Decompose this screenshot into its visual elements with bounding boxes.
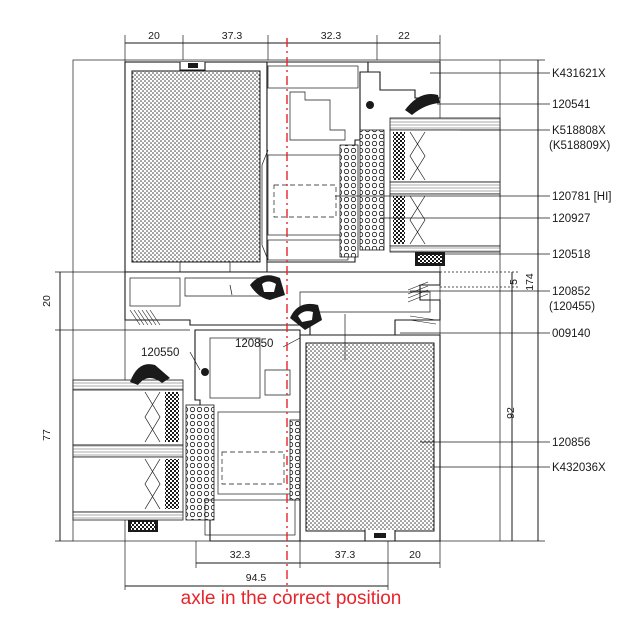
dim-bottom-20: 20 bbox=[409, 549, 421, 561]
label-120541: 120541 bbox=[552, 99, 590, 111]
label-120852: 120852 bbox=[552, 286, 590, 298]
dim-top-20: 20 bbox=[148, 30, 160, 42]
dim-bottom-94-5: 94.5 bbox=[246, 572, 267, 584]
right-dimensions: 174 5 92 bbox=[440, 59, 545, 542]
label-120856: 120856 bbox=[552, 437, 590, 449]
upper-mullion-profile bbox=[261, 61, 369, 263]
bottom-dimensions: 32.3 37.3 20 94.5 bbox=[124, 541, 441, 590]
left-dimensions: 20 77 bbox=[41, 271, 190, 542]
dim-left-20: 20 bbox=[41, 295, 53, 307]
lower-mullion-profile bbox=[185, 329, 301, 542]
label-120927: 120927 bbox=[552, 213, 590, 225]
glazing-gasket-120550 bbox=[130, 364, 170, 385]
label-k518808x: K518808X bbox=[552, 125, 606, 137]
dim-top-22: 22 bbox=[398, 30, 410, 42]
dim-right-174: 174 bbox=[524, 273, 536, 291]
label-k432036x: K432036X bbox=[552, 462, 606, 474]
upper-right-frame bbox=[359, 61, 441, 251]
label-120550: 120550 bbox=[141, 347, 179, 359]
part-callouts: K431621X 120541 K518808X (K518809X) 1207… bbox=[141, 68, 611, 474]
dim-right-5: 5 bbox=[508, 279, 520, 285]
label-120518: 120518 bbox=[552, 249, 590, 261]
label-k518809x: (K518809X) bbox=[549, 140, 611, 152]
glazing-gasket-120541 bbox=[405, 94, 440, 115]
dim-right-92: 92 bbox=[505, 407, 517, 419]
dim-top-37-3: 37.3 bbox=[222, 30, 243, 42]
label-120455: (120455) bbox=[549, 301, 595, 313]
lower-sash bbox=[299, 334, 441, 542]
dim-bottom-32-3: 32.3 bbox=[230, 549, 251, 561]
label-120850: 120850 bbox=[235, 338, 273, 350]
top-dimensions: 20 37.3 32.3 22 bbox=[124, 30, 441, 60]
dim-left-77: 77 bbox=[41, 429, 53, 441]
dim-top-32-3: 32.3 bbox=[321, 30, 342, 42]
caption: axle in the correct position bbox=[181, 588, 402, 609]
dim-bottom-37-3: 37.3 bbox=[335, 549, 356, 561]
label-k431621x: K431621X bbox=[552, 68, 606, 80]
upper-sash-frame bbox=[124, 61, 268, 273]
transom-coupling bbox=[124, 261, 441, 336]
label-009140: 009140 bbox=[552, 328, 590, 340]
upper-glass-unit bbox=[389, 117, 501, 266]
lower-glass-unit bbox=[72, 379, 184, 532]
label-120781: 120781 [HI] bbox=[552, 191, 611, 203]
